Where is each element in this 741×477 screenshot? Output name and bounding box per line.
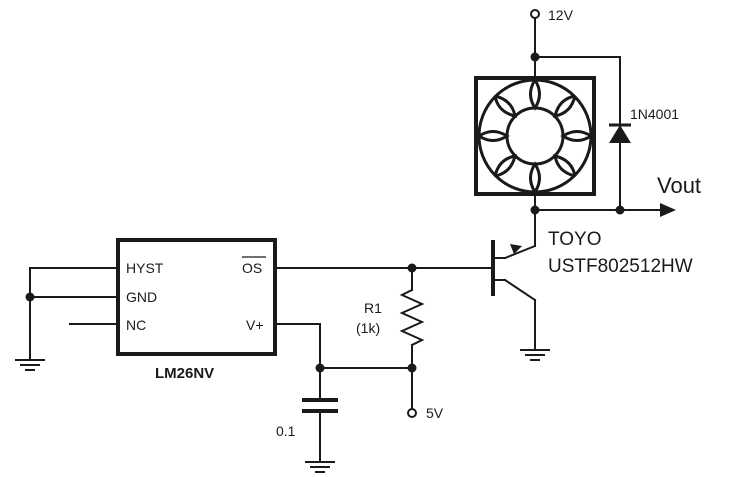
ground-symbol (15, 359, 45, 371)
resistor-symbol (399, 288, 425, 347)
junction-dot (407, 263, 417, 273)
junction-dot (315, 363, 325, 373)
diode-label: 1N4001 (630, 106, 679, 122)
junction-dot (25, 292, 35, 302)
resistor-ref-label: R1 (364, 300, 382, 316)
junction-dot (530, 205, 540, 215)
junction-dot (407, 363, 417, 373)
pin-vplus-label: V+ (246, 317, 264, 333)
npn-transistor (491, 240, 522, 296)
ic-name-label: LM26NV (155, 365, 214, 382)
pin-nc-label: NC (126, 317, 146, 333)
resistor-value-label: (1k) (356, 320, 380, 336)
pin-gnd-label: GND (126, 289, 157, 305)
capacitor-symbol (302, 398, 338, 413)
pin-hyst-label: HYST (126, 260, 164, 276)
junctions (25, 52, 625, 373)
vout-label: Vout (657, 173, 701, 198)
capacitor-label: 0.1 (276, 423, 296, 439)
diode-symbol (609, 123, 631, 143)
fan-model-label: USTF802512HW (548, 256, 693, 277)
5v-label: 5V (426, 405, 444, 421)
output-arrow (660, 203, 676, 217)
wires (29, 16, 661, 463)
junction-dot (615, 205, 625, 215)
12v-terminal (530, 9, 540, 19)
ground-symbol (305, 461, 335, 473)
junction-dot (530, 52, 540, 62)
fan-brand-label: TOYO (548, 229, 602, 250)
lm26nv-chip: HYST GND NC OS V+ (116, 238, 277, 356)
fan-symbol (474, 76, 596, 196)
12v-label: 12V (548, 7, 574, 23)
ground-symbol (520, 349, 550, 361)
5v-terminal (407, 408, 417, 418)
pin-os-label: OS (242, 260, 262, 276)
